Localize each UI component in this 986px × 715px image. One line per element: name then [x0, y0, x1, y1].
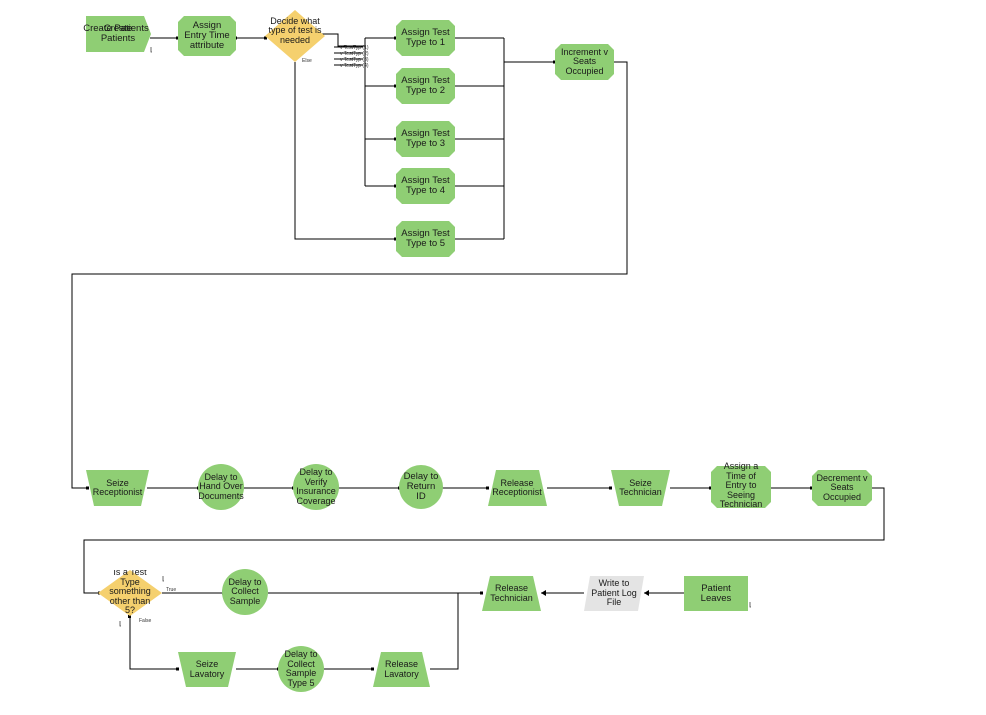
- assign-type3-text-box: Assign Test Type to 3: [401, 128, 450, 149]
- delay-insurance-label: Delay to Verify Insurance Coverage: [296, 467, 336, 506]
- delay-collect-node[interactable]: [222, 569, 268, 615]
- seize-lavatory-node[interactable]: [178, 652, 236, 687]
- assign-type2-label: Assign Test Type to 2: [401, 75, 450, 96]
- edge-decrement-to-decide: [83, 487, 885, 594]
- marker-decide-other-top: [162, 576, 164, 582]
- write-log-text-box: Write to Patient Log File: [591, 578, 637, 608]
- condition-label-1: v TestTyp (1): [340, 45, 369, 51]
- arrow-heads: [541, 590, 649, 596]
- delay-return-id-label: Delay to Return ID: [403, 471, 439, 502]
- assign-type1-text-box: Assign Test Type to 1: [401, 27, 450, 48]
- decide-type-node[interactable]: [265, 10, 325, 62]
- seize-technician-label: Seize Technician: [619, 477, 662, 497]
- decrement-seats-label: Decrement v Seats Occupied: [816, 472, 868, 502]
- marker-patient-leaves: [749, 602, 751, 608]
- release-technician-text-box: Release Technician: [490, 583, 533, 603]
- assign-seeing-tech-label: Assign a Time of Entry to Seeing Technic…: [719, 461, 763, 510]
- delay-return-id-node[interactable]: [399, 465, 443, 509]
- assign-entry-time-text-box: Assign Entry Time attribute: [184, 20, 230, 51]
- release-technician-label: Release Technician: [490, 583, 533, 603]
- delay-documents-label: Delay to Hand Over Documents: [198, 471, 244, 501]
- assign-type5-node[interactable]: [396, 221, 455, 257]
- assign-type3-label: Assign Test Type to 3: [401, 128, 450, 149]
- edge-false-to-seize-lav: [129, 617, 178, 670]
- true-label: True: [166, 587, 176, 593]
- release-receptionist-text-box: Release Receptionist: [492, 477, 542, 497]
- patient-leaves-text-box: Patient Leaves: [700, 582, 732, 604]
- delay-collect5-text-box: Delay to Collect Sample Type 5: [284, 649, 318, 688]
- create-patients-text-box: Create Patients: [100, 23, 136, 44]
- release-lavatory-text-box: Release Lavatory: [384, 659, 419, 679]
- seize-technician-node[interactable]: [611, 470, 670, 506]
- edge-else-to-type5: [294, 62, 396, 240]
- increment-seats-node[interactable]: [555, 44, 614, 80]
- assign-type4-node[interactable]: [396, 168, 455, 204]
- seize-technician-text-box: Seize Technician: [619, 477, 662, 497]
- delay-collect5-node[interactable]: [278, 646, 324, 692]
- seize-receptionist-node[interactable]: [86, 470, 149, 506]
- assign-entry-time-node[interactable]: [178, 16, 236, 56]
- seize-receptionist-text-box: Seize Receptionist: [92, 477, 143, 497]
- marker-create: [150, 47, 152, 53]
- assign-type4-label: Assign Test Type to 4: [401, 175, 450, 196]
- decrement-seats-node[interactable]: [812, 470, 872, 506]
- delay-collect-label: Delay to Collect Sample: [228, 576, 262, 606]
- edge-increment-to-seize: [71, 61, 628, 489]
- write-log-label: Write to Patient Log File: [591, 578, 637, 608]
- decrement-seats-text-box: Decrement v Seats Occupied: [816, 472, 868, 502]
- delay-documents-text-box: Delay to Hand Over Documents: [198, 471, 244, 501]
- marker-decide-other-left: [119, 621, 121, 627]
- delay-insurance-node[interactable]: [293, 464, 339, 510]
- assign-type1-node[interactable]: [396, 20, 455, 56]
- condition-label-4: v TestTyp (4): [340, 63, 369, 69]
- assign-type3-node[interactable]: [396, 121, 455, 157]
- release-technician-node[interactable]: [482, 576, 541, 611]
- connectors: [71, 33, 885, 670]
- condition-label-3: v TestTyp (3): [340, 57, 369, 63]
- decide-type-label: Decide what type of test is needed: [268, 15, 322, 45]
- seize-receptionist-label: Seize Receptionist: [92, 477, 143, 497]
- seize-lavatory-label: Seize Lavatory: [189, 659, 225, 679]
- assign-type5-text-box: Assign Test Type to 5: [401, 228, 450, 249]
- decide-other-node[interactable]: [98, 570, 162, 616]
- edge-decide-to-bus: [318, 33, 365, 47]
- patient-leaves-label: Patient Leaves: [700, 582, 732, 604]
- write-log-node[interactable]: [584, 576, 644, 611]
- decide-other-label: Is a Test Type something other than 5?: [109, 570, 151, 614]
- release-lavatory-label: Release Lavatory: [384, 659, 419, 679]
- assign-type4-text-box: Assign Test Type to 4: [401, 175, 450, 196]
- assign-type5-label: Assign Test Type to 5: [401, 228, 450, 249]
- decide-type-text-box: Decide what type of test is needed: [268, 15, 322, 45]
- create-patients-node[interactable]: Create Patients: [83, 16, 151, 52]
- assign-type2-node[interactable]: [396, 68, 455, 104]
- marker-brackets: [119, 47, 751, 627]
- assign-type2-text-box: Assign Test Type to 2: [401, 75, 450, 96]
- delay-collect5-label: Delay to Collect Sample Type 5: [284, 649, 318, 688]
- delay-collect-text-box: Delay to Collect Sample: [228, 576, 262, 606]
- delay-documents-node[interactable]: [198, 464, 244, 510]
- assign-type1-label: Assign Test Type to 1: [401, 27, 450, 48]
- seize-lavatory-text-box: Seize Lavatory: [189, 659, 225, 679]
- delay-insurance-text-box: Delay to Verify Insurance Coverage: [296, 467, 336, 506]
- decide-other-text-box: Is a Test Type something other than 5?: [109, 570, 151, 614]
- increment-seats-text-box: Increment v Seats Occupied: [560, 46, 609, 76]
- release-lavatory-node[interactable]: [373, 652, 430, 687]
- false-label: False: [139, 618, 151, 624]
- else-label: Else: [302, 58, 312, 64]
- increment-seats-label: Increment v Seats Occupied: [560, 46, 609, 76]
- assign-seeing-tech-text-box: Assign a Time of Entry to Seeing Technic…: [719, 461, 763, 510]
- delay-return-id-text-box: Delay to Return ID: [403, 471, 439, 502]
- branch-labels: Else v TestTyp (1) v TestTyp (2) v TestT…: [139, 45, 369, 624]
- svg-text:Create Patients: Create Patients: [83, 23, 149, 34]
- release-receptionist-node[interactable]: [488, 470, 547, 506]
- patient-leaves-node[interactable]: [684, 576, 748, 611]
- release-receptionist-label: Release Receptionist: [492, 477, 542, 497]
- condition-label-2: v TestTyp (2): [340, 51, 369, 57]
- create-patients-label: Create Patients: [100, 23, 136, 44]
- edge-lavatory-return: [430, 593, 459, 670]
- assign-seeing-tech-node[interactable]: [711, 466, 771, 508]
- create-patients-label: Create Patients: [83, 23, 149, 34]
- assign-entry-time-label: Assign Entry Time attribute: [184, 20, 230, 51]
